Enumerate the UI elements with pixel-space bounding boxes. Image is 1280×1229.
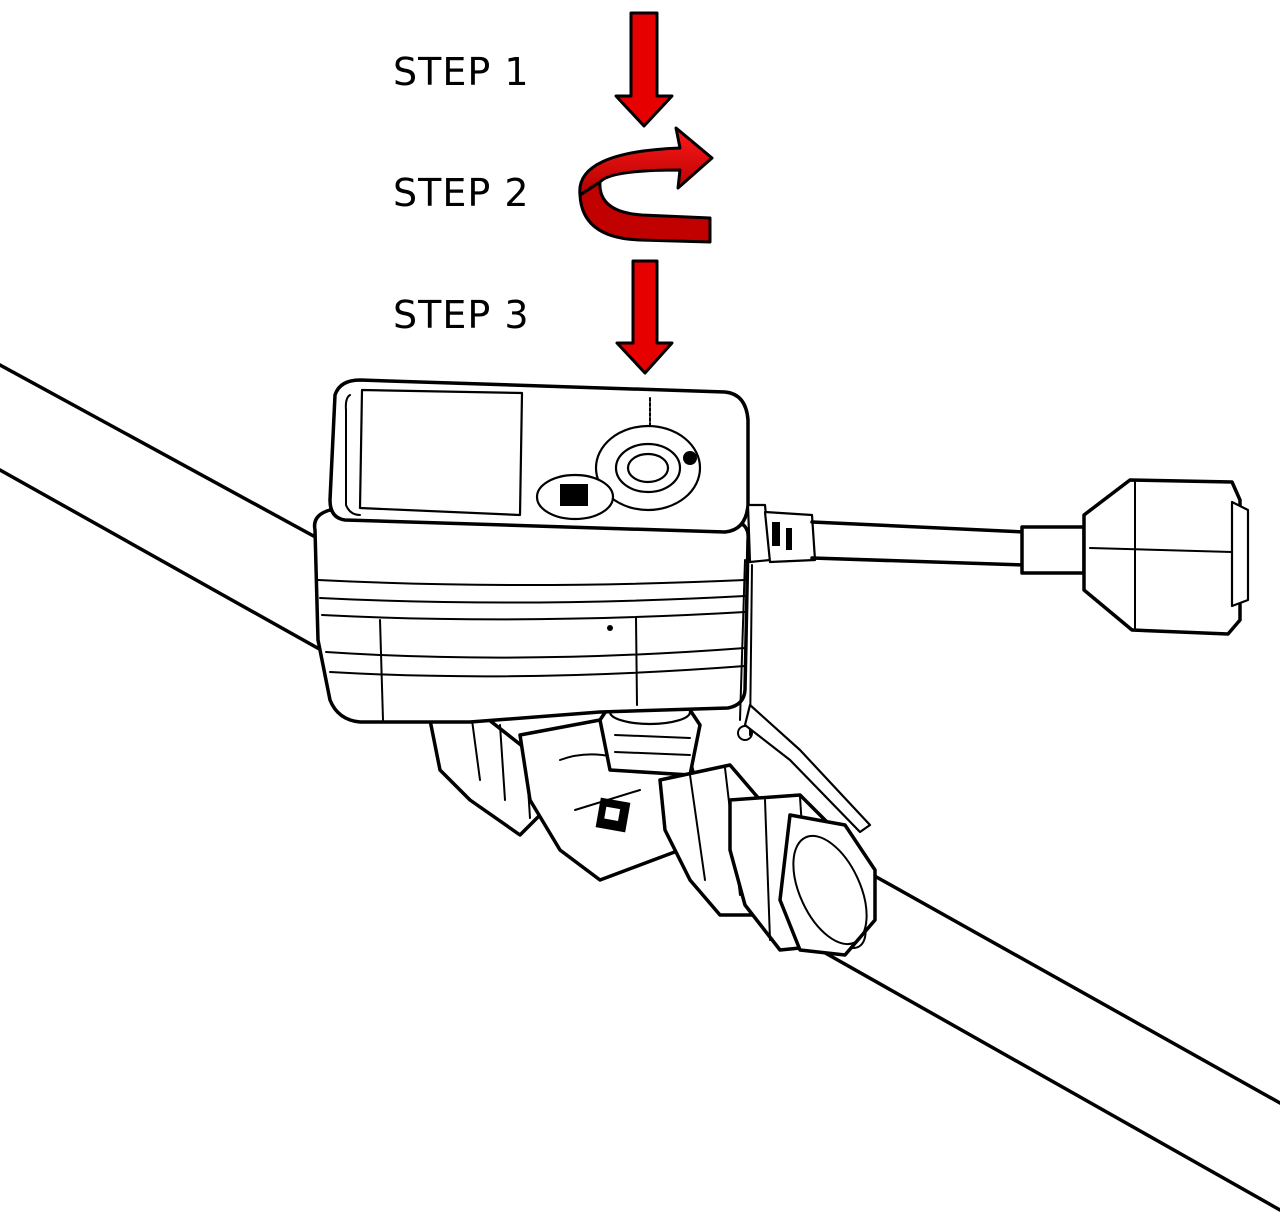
- step-2-rotate-arrow-icon: [578, 126, 714, 244]
- step-3-label: STEP 3: [393, 293, 530, 337]
- ball-valve: [428, 698, 877, 957]
- sensor-cable: [810, 478, 1250, 636]
- pipe: [0, 363, 1280, 1212]
- step-3-down-arrow-icon: [615, 259, 674, 375]
- step-1-down-arrow-icon: [614, 11, 674, 128]
- actuator: [312, 378, 872, 834]
- step-1-label: STEP 1: [393, 50, 530, 94]
- step-2-label: STEP 2: [393, 171, 530, 215]
